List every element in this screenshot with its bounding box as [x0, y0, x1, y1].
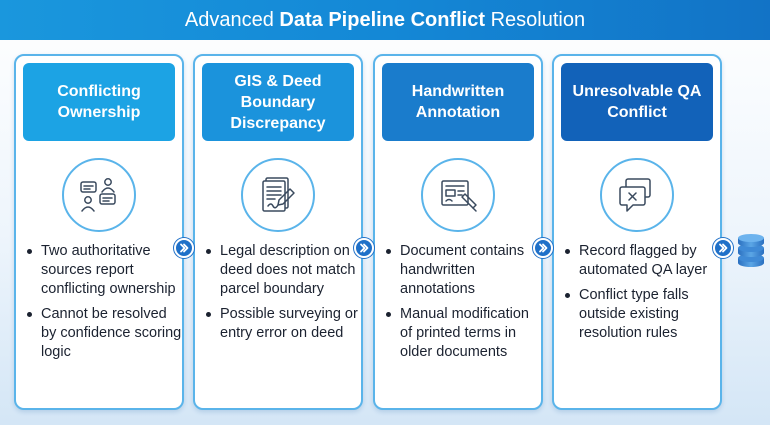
- card-header: Unresolvable QA Conflict: [561, 63, 713, 141]
- document-pen-icon: [421, 158, 495, 232]
- list-item: Record flagged by automated QA layer: [562, 242, 720, 280]
- card-unresolvable-qa-conflict: Unresolvable QA Conflict Record flagged …: [552, 54, 722, 410]
- card-header: GIS & Deed Boundary Discrepancy: [202, 63, 354, 141]
- card-gis-deed-discrepancy: GIS & Deed Boundary Discrepancy Legal de…: [193, 54, 363, 410]
- card-header: Conflicting Ownership: [23, 63, 175, 141]
- title-prefix: Advanced: [184, 9, 280, 31]
- list-item: Possible surveying or entry error on dee…: [203, 305, 361, 343]
- list-item: Document contains handwritten annotation…: [383, 242, 541, 299]
- bullet-list: Two authoritative sources report conflic…: [24, 242, 182, 368]
- list-item: Conflict type falls outside existing res…: [562, 286, 720, 343]
- conflict-message-icon: [600, 158, 674, 232]
- database-icon: [737, 232, 765, 273]
- chevron-right-icon: [713, 238, 733, 258]
- title-bold: Data Pipeline Conflict: [279, 9, 486, 31]
- bullet-list: Document contains handwritten annotation…: [383, 242, 541, 368]
- card-handwritten-annotation: Handwritten Annotation Document contains…: [373, 54, 543, 410]
- chevron-right-icon: [174, 238, 194, 258]
- chevron-right-icon: [354, 238, 374, 258]
- title-suffix: Resolution: [485, 9, 586, 31]
- card-header: Handwritten Annotation: [382, 63, 534, 141]
- document-signature-icon: [241, 158, 315, 232]
- title-banner: Advanced Data Pipeline Conflict Resoluti…: [0, 0, 770, 40]
- chevron-right-icon: [533, 238, 553, 258]
- list-item: Legal description on deed does not match…: [203, 242, 361, 299]
- list-item: Cannot be resolved by confidence scoring…: [24, 305, 182, 362]
- bullet-list: Record flagged by automated QA layer Con…: [562, 242, 720, 349]
- list-item: Two authoritative sources report conflic…: [24, 242, 182, 299]
- list-item: Manual modification of printed terms in …: [383, 305, 541, 362]
- bullet-list: Legal description on deed does not match…: [203, 242, 361, 349]
- card-conflicting-ownership: Conflicting Ownership Two authoritative …: [14, 54, 184, 410]
- people-chat-icon: [62, 158, 136, 232]
